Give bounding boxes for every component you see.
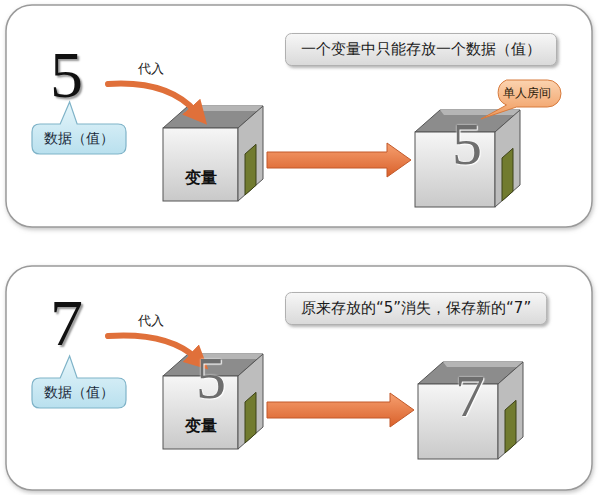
variable-box: 变量 <box>163 106 263 201</box>
block-arrow <box>267 143 411 177</box>
assign-label: 代入 <box>138 312 164 330</box>
bottom-panel <box>6 266 592 490</box>
bubble-frame <box>481 80 561 119</box>
assign-arrow <box>108 335 196 358</box>
bubble-text: 单人房间 <box>503 85 551 102</box>
callout-text: 数据（值） <box>44 384 114 402</box>
data-callout: 数据（值） <box>32 124 126 154</box>
data-value: 5 <box>50 42 83 108</box>
stored-value: 5 <box>181 348 241 408</box>
note-text: 原来存放的“5”消失，保存新的“7” <box>301 299 531 318</box>
callout-text: 数据（值） <box>44 130 114 148</box>
note-frame <box>286 293 547 325</box>
data-value: 7 <box>50 290 83 356</box>
box-figure <box>415 110 520 207</box>
note-box: 一个变量中只能存放一个数据（值） <box>285 33 557 66</box>
stored-value: 7 <box>440 366 500 426</box>
variable-box: 5变量 <box>163 354 263 449</box>
callout-frame <box>32 102 126 154</box>
stored-value: 5 <box>437 114 497 174</box>
speech-bubble: 单人房间 <box>493 80 561 107</box>
note-box: 原来存放的“5”消失，保存新的“7” <box>285 292 547 325</box>
block-arrow <box>267 393 414 427</box>
assign-arrow <box>108 84 196 112</box>
top-panel <box>6 5 592 227</box>
callout-frame <box>32 356 126 408</box>
box-label: 变量 <box>163 416 238 437</box>
box-figure <box>418 362 523 459</box>
box-figure <box>163 106 263 201</box>
note-frame <box>286 34 557 66</box>
variable-box: 5 <box>415 110 520 207</box>
note-text: 一个变量中只能存放一个数据（值） <box>301 40 541 59</box>
box-label: 变量 <box>163 168 238 189</box>
variable-box: 7 <box>418 362 523 459</box>
data-callout: 数据（值） <box>32 378 126 408</box>
assign-label: 代入 <box>138 60 164 78</box>
